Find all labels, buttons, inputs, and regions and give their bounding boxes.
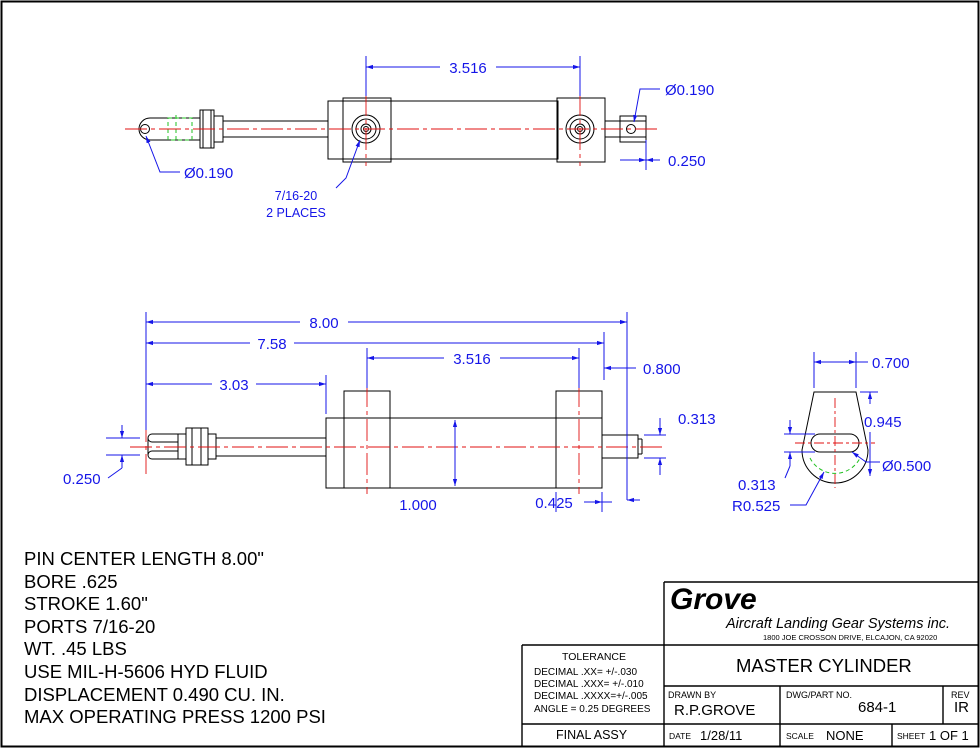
tolerance-line: DECIMAL .XXXX=+/-.005 — [534, 691, 648, 702]
spec-line: WT. .45 LBS — [24, 638, 127, 660]
side-view-dimlines — [106, 312, 666, 512]
spec-line: DISPLACEMENT 0.490 CU. IN. — [24, 683, 285, 705]
tolerance-line: ANGLE = 0.25 DEGREES — [534, 704, 651, 715]
spec-line: BORE .625 — [24, 570, 118, 592]
dim-port-qty: 2 PLACES — [266, 206, 326, 220]
tolerance-line: DECIMAL .XX= +/-.030 — [534, 667, 638, 678]
dim-side-bore-spacing: 3.516 — [453, 351, 491, 368]
company-logo: Grove — [670, 583, 757, 616]
end-view-centerlines — [795, 398, 875, 488]
dim-port-thread: 7/16-20 — [275, 189, 317, 203]
dim-end-cap-width: 0.425 — [535, 495, 573, 512]
side-view-centerlines — [130, 385, 662, 494]
dim-top-bore-spacing: 3.516 — [449, 60, 487, 77]
drawn-by-label: DRAWN BY — [668, 690, 717, 700]
rev-label: REV — [951, 690, 970, 700]
dim-top-rod-offset: 0.250 — [668, 153, 706, 170]
dim-end-radius: R0.525 — [732, 498, 780, 515]
dim-top-right-hole: Ø0.190 — [665, 82, 714, 99]
tolerance-header: TOLERANCE — [562, 651, 626, 663]
date: 1/28/11 — [700, 728, 743, 743]
sheet-label: SHEET — [897, 731, 926, 741]
drawn-by: R.P.GROVE — [674, 702, 756, 719]
spec-line: MAX OPERATING PRESS 1200 PSI — [24, 706, 326, 728]
date-label: DATE — [669, 731, 692, 741]
spec-line: PIN CENTER LENGTH 8.00" — [24, 548, 264, 569]
dim-length-303: 3.03 — [219, 377, 248, 394]
scale-label: SCALE — [786, 731, 814, 741]
end-view-hidden — [809, 457, 861, 474]
spec-line: USE MIL-H-5606 HYD FLUID — [24, 660, 268, 682]
dim-top-left-hole: Ø0.190 — [184, 165, 233, 182]
scale: NONE — [826, 728, 864, 743]
dim-clevis-width: 0.250 — [63, 471, 101, 488]
top-view-dimlines — [145, 56, 660, 189]
top-view-centerlines — [125, 94, 660, 166]
dim-overall-length: 8.00 — [309, 315, 338, 332]
side-view — [147, 390, 643, 489]
rev: IR — [954, 699, 969, 716]
part-no: 684-1 — [858, 699, 897, 716]
dim-body-height: 1.000 — [399, 497, 437, 514]
end-view-dimlines — [784, 352, 880, 506]
title-block-grid — [521, 581, 978, 746]
company-name: Aircraft Landing Gear Systems inc. — [726, 616, 951, 632]
dim-length-758: 7.58 — [257, 336, 286, 353]
dim-end-height: 0.945 — [864, 414, 902, 431]
top-view — [138, 97, 647, 163]
end-view — [801, 391, 869, 484]
final-assy: FINAL ASSY — [556, 728, 628, 742]
dim-rod-extension: 0.800 — [643, 361, 681, 378]
spec-line: STROKE 1.60" — [24, 593, 148, 615]
sheet-number: 1 OF 1 — [929, 728, 969, 743]
spec-line: PORTS 7/16-20 — [24, 615, 156, 637]
tolerance-line: DECIMAL .XXX= +/-.010 — [534, 679, 644, 690]
dim-rod-dia: 0.313 — [678, 411, 716, 428]
dim-end-width: 0.700 — [872, 355, 910, 372]
drawing-title: MASTER CYLINDER — [736, 655, 912, 676]
dim-end-hole: Ø0.500 — [882, 458, 931, 475]
spec-notes: PIN CENTER LENGTH 8.00" BORE .625 STROKE… — [24, 548, 326, 729]
company-address: 1800 JOE CROSSON DRIVE, ELCAJON, CA 9202… — [763, 633, 938, 642]
part-no-label: DWG/PART NO. — [786, 690, 853, 700]
dim-end-slot: 0.313 — [738, 477, 776, 494]
